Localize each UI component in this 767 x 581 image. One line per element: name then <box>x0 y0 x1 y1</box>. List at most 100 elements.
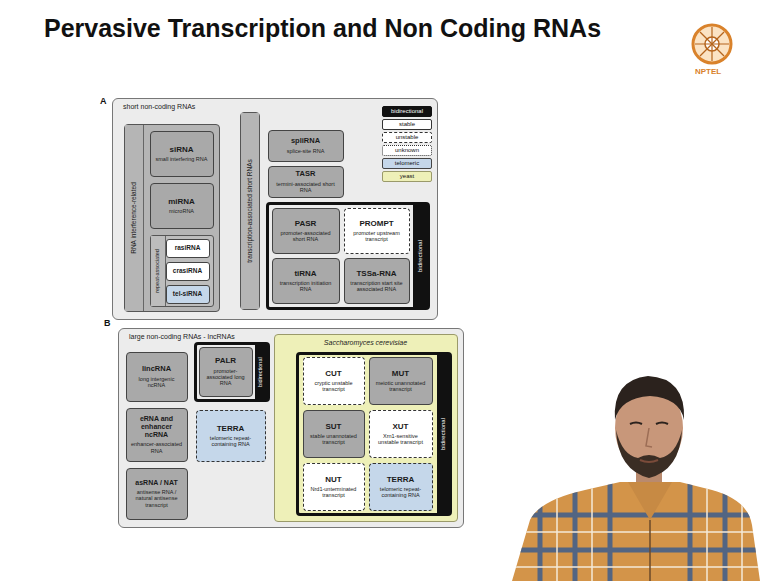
rna-name: miRNA <box>168 197 195 206</box>
vertical-label: bidirectional <box>440 417 446 449</box>
label-strip: bidirectional <box>255 345 267 399</box>
label-strip: repeat-associated <box>151 236 166 306</box>
rna-name: TERRA <box>387 475 415 484</box>
legend-text: yeast <box>400 173 414 180</box>
rna-description: Xrn1-sensitive unstable transcript <box>373 433 429 446</box>
vertical-label: bidirectional <box>258 357 264 386</box>
legend-swatch: stable <box>382 119 432 130</box>
rna-name: tel-siRNA <box>173 290 202 297</box>
rna-box: asRNA / NATantisense RNA / natural antis… <box>126 468 188 520</box>
rna-description: meiotic unannotated transcript <box>373 380 429 393</box>
rna-name: CUT <box>325 369 341 378</box>
panel-letter: B <box>104 318 111 328</box>
legend-swatch: unknown <box>382 145 432 156</box>
legend-swatch: bidirectional <box>382 106 432 117</box>
rna-name: rasiRNA <box>175 244 201 251</box>
rna-box: siRNA small interfering RNA <box>150 131 214 177</box>
rna-name: crasiRNA <box>173 267 202 274</box>
rna-box: eRNA and enhancer ncRNAenhancer-associat… <box>126 408 188 462</box>
rna-box: CUT cryptic unstable transcript <box>303 357 365 405</box>
rna-box: lincRNA long intergenic ncRNA <box>126 352 188 402</box>
panel-heading: Saccharomyces cerevisiae <box>324 339 407 346</box>
panel-heading: short non-coding RNAs <box>123 103 195 110</box>
rna-box: spliRNA splice-site RNA <box>268 130 344 162</box>
rna-description: cryptic unstable transcript <box>307 380 361 393</box>
rna-box: PASR promoter-associated short RNA <box>272 208 340 254</box>
legend-text: telomeric <box>395 160 419 167</box>
rna-description: transcription initiation RNA <box>276 280 336 293</box>
vertical-label: transcription-associated short RNAs <box>246 159 253 263</box>
legend-text: stable <box>399 121 415 128</box>
rna-box: TASR termini-associated short RNA <box>268 166 344 198</box>
label-strip: transcription-associated short RNAs <box>241 113 259 309</box>
rna-box: tel-siRNA <box>166 285 210 304</box>
rna-description: termini-associated short RNA <box>272 181 340 194</box>
legend-text: bidirectional <box>391 108 423 115</box>
rna-name: XUT <box>393 422 409 431</box>
label-strip: bidirectional <box>437 355 449 513</box>
rna-description: enhancer-associated RNA <box>130 441 184 454</box>
rna-box: NUT Nrd1-unterminated transcript <box>303 463 365 511</box>
rna-box: TSSa-RNA transcription start site associa… <box>344 258 410 304</box>
bidirectional-group: bidirectional CUT cryptic unstable transcr… <box>296 352 452 516</box>
rna-box: PROMPT promoter upstream transcript <box>344 208 410 254</box>
vertical-label: RNA interference-related <box>130 182 137 254</box>
rna-name: PALR <box>215 356 236 365</box>
legend-text: unknown <box>395 147 419 154</box>
rna-name: siRNA <box>169 145 193 154</box>
rna-box: XUT Xrn1-sensitive unstable transcript <box>369 410 433 458</box>
rna-description: telomeric repeat-containing RNA <box>200 435 262 448</box>
rna-description: telomeric repeat-containing RNA <box>373 486 429 499</box>
rna-name: lincRNA <box>142 365 171 374</box>
rna-description: Nrd1-unterminated transcript <box>307 486 361 499</box>
rna-name: spliRNA <box>291 137 320 146</box>
panel-box: large non-coding RNAs - lncRNAs lincRNA lo… <box>118 328 464 528</box>
bidirectional-group: bidirectional PASR promoter-associated sho… <box>266 202 430 310</box>
rna-description: transcription start site associated RNA <box>348 280 406 293</box>
rna-description: stable unannotated transcript <box>307 433 361 446</box>
rna-name: PROMPT <box>359 219 393 228</box>
rna-box: TERRA telomeric repeat-containing RNA <box>369 463 433 511</box>
bidirectional-group: bidirectional PALR promoter-associated lon… <box>194 342 270 402</box>
rna-name: PASR <box>295 219 317 228</box>
slide-title: Pervasive Transcription and Non Coding R… <box>44 14 601 43</box>
rna-description: long intergenic ncRNA <box>130 376 184 389</box>
vertical-label: repeat-associated <box>155 249 161 293</box>
rna-name: TASR <box>296 170 316 179</box>
rna-box: miRNA microRNA <box>150 183 214 229</box>
group-strip: transcription-associated short RNAs <box>240 112 260 310</box>
rna-name: NUT <box>325 475 341 484</box>
panel-heading: large non-coding RNAs - lncRNAs <box>129 333 235 340</box>
rna-description: small interfering RNA <box>156 156 208 162</box>
label-strip: bidirectional <box>413 205 427 307</box>
rna-name: asRNA / NAT <box>135 479 177 487</box>
rna-description: splice-site RNA <box>287 148 325 154</box>
rna-box: rasiRNA <box>166 239 210 258</box>
rna-name: TSSa-RNA <box>356 269 396 278</box>
rna-description: promoter-associated long RNA <box>203 368 249 387</box>
rna-name: TERRA <box>217 424 245 433</box>
legend: bidirectional stable unstable unknown telome… <box>382 106 432 182</box>
panel-letter: A <box>100 96 107 106</box>
rna-box: crasiRNA <box>166 262 210 281</box>
group-box: RNA interference-related siRNA small inter… <box>124 124 220 312</box>
logo-text: NPTEL <box>695 67 721 76</box>
rna-name: tiRNA <box>294 269 316 278</box>
legend-swatch: unstable <box>382 132 432 143</box>
nptel-logo <box>693 25 731 63</box>
label-strip: RNA interference-related <box>125 125 144 311</box>
rna-description: promoter-associated short RNA <box>276 230 336 243</box>
group-box: repeat-associated rasiRNA crasiRNA tel-siRN… <box>150 235 214 307</box>
legend-swatch: telomeric <box>382 158 432 169</box>
vertical-label: bidirectional <box>417 239 423 271</box>
rna-box: SUTstable unannotated transcript <box>303 410 365 458</box>
rna-box: tiRNA transcription initiation RNA <box>272 258 340 304</box>
rna-description: promoter upstream transcript <box>348 230 406 243</box>
rna-box: TERRA telomeric repeat-containing RNA <box>196 410 266 462</box>
legend-swatch: yeast <box>382 171 432 182</box>
presenter-figure <box>500 376 767 581</box>
rna-box: MUT meiotic unannotated transcript <box>369 357 433 405</box>
rna-box: PALR promoter-associated long RNA <box>199 347 253 397</box>
rna-description: microRNA <box>169 208 194 214</box>
rna-name: MUT <box>392 369 409 378</box>
